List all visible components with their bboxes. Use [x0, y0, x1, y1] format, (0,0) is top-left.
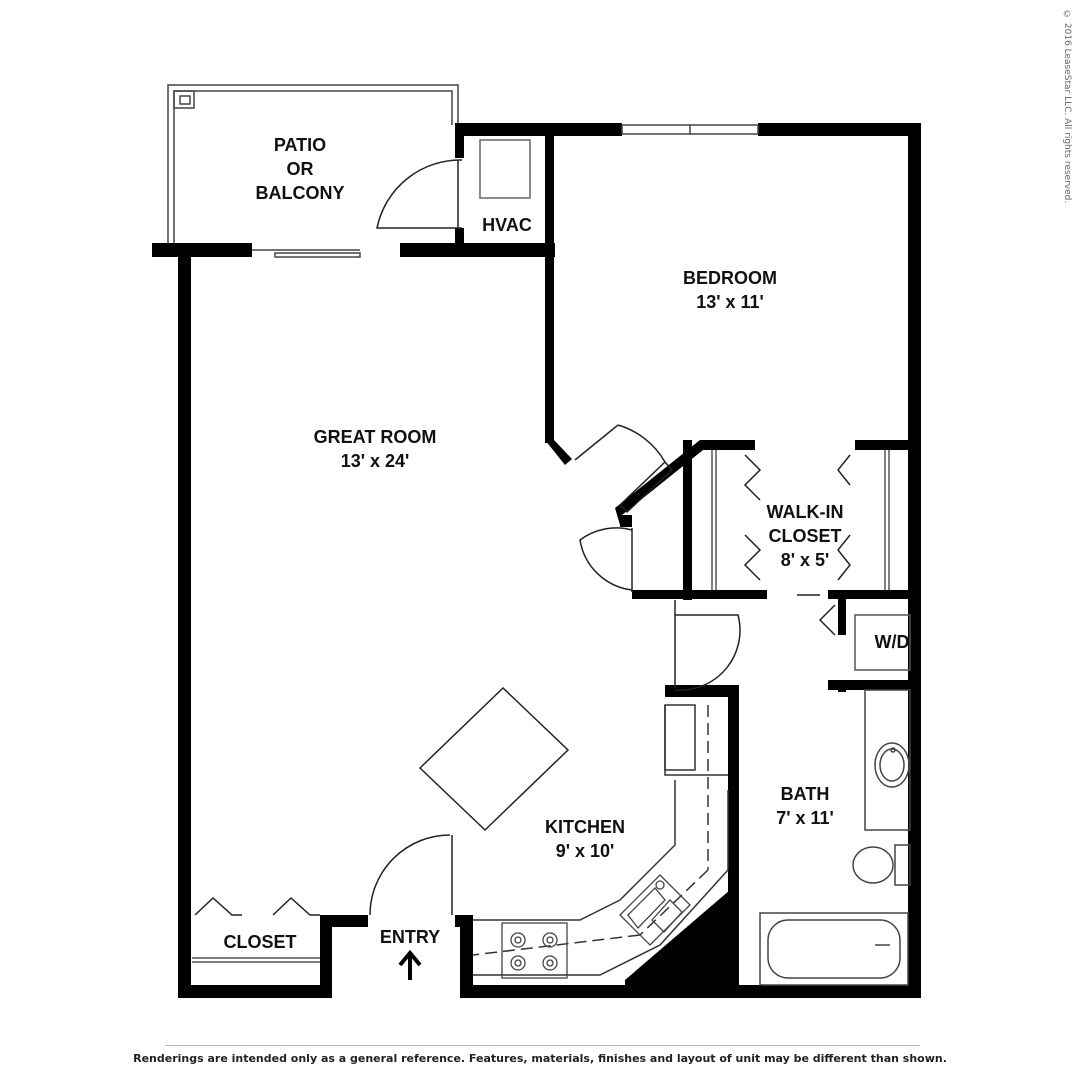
- bedroom-name: BEDROOM: [683, 268, 777, 288]
- wall-bottom-kitchen: [460, 985, 921, 998]
- closet-name: CLOSET: [223, 932, 297, 952]
- wall-wd-left: [838, 598, 846, 635]
- hvac-label: HVAC: [472, 213, 542, 237]
- patio-label: PATIO OR BALCONY: [245, 133, 355, 205]
- wall-hvac-left-lower: [455, 228, 464, 255]
- stove-icon: [501, 922, 568, 979]
- wall-hvac-left-upper: [455, 123, 464, 158]
- entry-label: ENTRY: [365, 925, 455, 949]
- kitchen-label: KITCHEN 9' x 10': [520, 815, 650, 863]
- wall-walkin-bottom-right: [828, 590, 918, 599]
- bath-name: BATH: [780, 784, 830, 804]
- patio-label-line1: PATIO: [273, 135, 327, 155]
- patio-label-line3: BALCONY: [255, 183, 345, 203]
- wall-bedroom-angle: [545, 440, 572, 465]
- patio-label-line2: OR: [286, 159, 314, 179]
- wall-closet-stub: [620, 515, 632, 527]
- walk-in-closet-label: WALK-IN CLOSET 8' x 5': [745, 500, 865, 572]
- bath-size: 7' x 11': [776, 808, 834, 828]
- bathtub-icon: [759, 912, 909, 986]
- wall-top-left: [455, 123, 622, 136]
- bath-fixtures: [864, 689, 911, 831]
- wall-entry-right: [460, 915, 473, 998]
- wall-bottom-left: [178, 985, 332, 998]
- walk-in-closet-line2: CLOSET: [768, 526, 842, 546]
- bedroom-label: BEDROOM 13' x 11': [660, 266, 800, 314]
- closet-shelves: [192, 450, 890, 963]
- wall-patio-right: [400, 243, 555, 257]
- hvac-name: HVAC: [482, 215, 532, 235]
- copyright-notice: © 2016 LeaseStar LLC. All rights reserve…: [1062, 10, 1072, 204]
- wall-walkin-left: [683, 440, 692, 600]
- entry-name: ENTRY: [379, 927, 441, 947]
- wall-right: [908, 123, 921, 998]
- footer-divider: [165, 1045, 920, 1046]
- wd-name: W/D: [874, 632, 910, 652]
- closet-label: CLOSET: [200, 930, 320, 954]
- kitchen-island: [418, 686, 570, 832]
- wall-patio-left: [152, 243, 252, 257]
- wall-walkin-bottom-left: [632, 590, 767, 599]
- door-swing-icon: [194, 159, 851, 916]
- wall-kitchen-top: [665, 685, 739, 697]
- wall-bath-west: [728, 693, 739, 998]
- sink-icon: [619, 874, 691, 946]
- kitchen-name: KITCHEN: [545, 817, 625, 837]
- wall-top-right: [758, 123, 921, 136]
- wall-left: [178, 245, 191, 998]
- hvac-unit: [479, 139, 531, 199]
- bedroom-size: 13' x 11': [696, 292, 764, 312]
- entry-arrow-icon: [398, 949, 422, 980]
- disclaimer-text: Renderings are intended only as a genera…: [133, 1052, 947, 1065]
- walk-in-closet-line1: WALK-IN: [766, 502, 844, 522]
- wall-wd-bottom: [828, 680, 918, 690]
- wall-bedroom-west: [545, 250, 554, 443]
- bath-label: BATH 7' x 11': [750, 782, 860, 830]
- wall-kitchen-corner: [625, 890, 730, 990]
- great-room-label: GREAT ROOM 13' x 24': [295, 425, 455, 473]
- kitchen-size: 9' x 10': [555, 841, 615, 861]
- wall-entry-right-cap: [455, 915, 473, 927]
- great-room-name: GREAT ROOM: [313, 427, 437, 447]
- toilet-icon: [852, 844, 911, 886]
- walk-in-closet-size: 8' x 5': [780, 550, 830, 570]
- patio-outline: [167, 84, 459, 245]
- walls: [152, 123, 921, 998]
- wall-wd-left2: [838, 680, 846, 692]
- kitchen-counters: [472, 704, 729, 976]
- washer-dryer: [854, 614, 911, 671]
- wall-closet-right: [320, 915, 332, 998]
- windows: [252, 124, 759, 258]
- wd-label: W/D: [862, 630, 922, 654]
- wall-walkin-right-top: [855, 440, 921, 450]
- great-room-size: 13' x 24': [340, 451, 410, 471]
- wall-hvac-right: [545, 123, 554, 257]
